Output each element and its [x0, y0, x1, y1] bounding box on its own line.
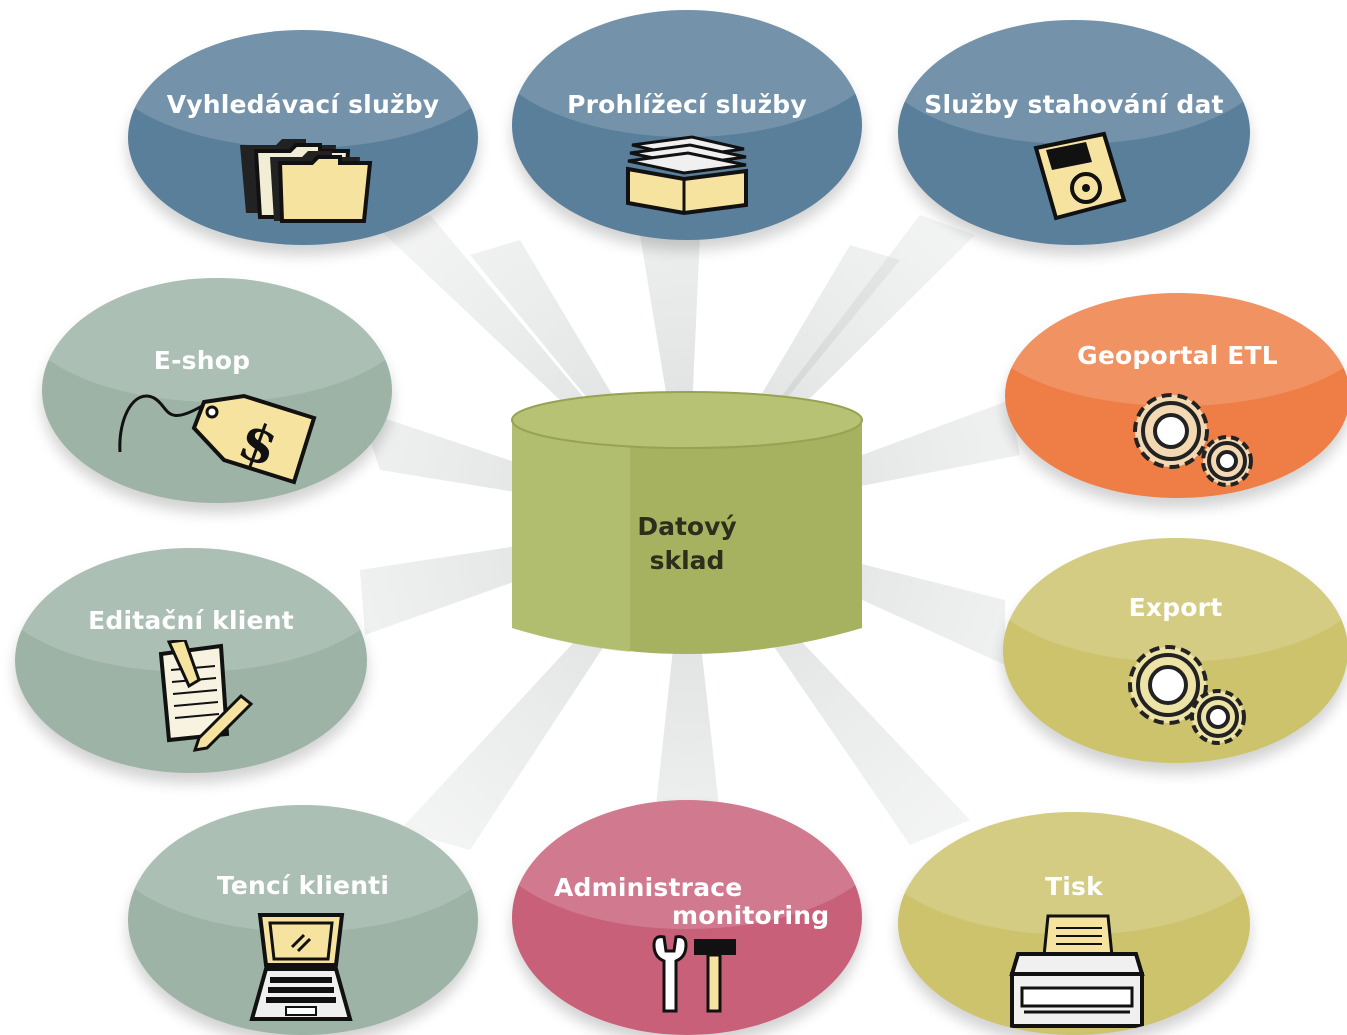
node-tisk[interactable]: Tisk [898, 812, 1250, 1035]
node-label-eshop: E-shop [153, 346, 251, 375]
node-label-administrace-line1: Administrace [554, 873, 743, 902]
node-export[interactable]: Export [1003, 538, 1347, 763]
node-label-administrace-line2: monitoring [672, 901, 830, 930]
node-label-tisk: Tisk [1045, 872, 1103, 901]
node-editacni-klient[interactable]: Editační klient [15, 548, 367, 773]
price-tag-icon: $ [118, 393, 317, 485]
node-prohlizeci-sluzby[interactable]: Prohlížecí služby [512, 10, 862, 240]
gears-icon [1128, 645, 1246, 745]
tools-icon [652, 935, 736, 1013]
center-label-line1: Datový [637, 512, 737, 541]
folders-icon [240, 139, 373, 223]
center-label-line2: sklad [649, 546, 725, 575]
node-label-editacni: Editační klient [88, 606, 294, 635]
node-label-prohlizeci: Prohlížecí služby [567, 90, 807, 119]
paper-stack-icon [626, 135, 748, 215]
cylinder-shape [511, 391, 863, 654]
floppy-disk-icon [1033, 131, 1127, 221]
node-e-shop[interactable]: E-shop $ [42, 278, 392, 503]
node-sluzby-stahovani-dat[interactable]: Služby stahování dat [898, 20, 1250, 245]
gears-icon [1133, 393, 1253, 487]
node-tenci-klienti[interactable]: Tencí klienti [128, 805, 478, 1035]
data-warehouse-cylinder: Datový sklad [510, 390, 864, 660]
ray [655, 520, 720, 815]
node-label-vyhledavaci: Vyhledávací služby [166, 90, 440, 119]
printer-icon [1009, 914, 1145, 1028]
node-label-stahovani: Služby stahování dat [924, 90, 1224, 119]
node-administrace-monitoring[interactable]: Administrace monitoring [512, 800, 862, 1035]
node-vyhledavaci-sluzby[interactable]: Vyhledávací služby [128, 30, 478, 245]
laptop-icon [249, 913, 353, 1021]
node-label-geoportal: Geoportal ETL [1077, 341, 1278, 370]
node-label-tenci: Tencí klienti [216, 871, 390, 900]
node-label-export: Export [1128, 593, 1223, 622]
node-geoportal-etl[interactable]: Geoportal ETL [1005, 293, 1347, 498]
node-label-administrace: Administrace monitoring [512, 874, 862, 930]
document-pen-icon [158, 640, 254, 752]
